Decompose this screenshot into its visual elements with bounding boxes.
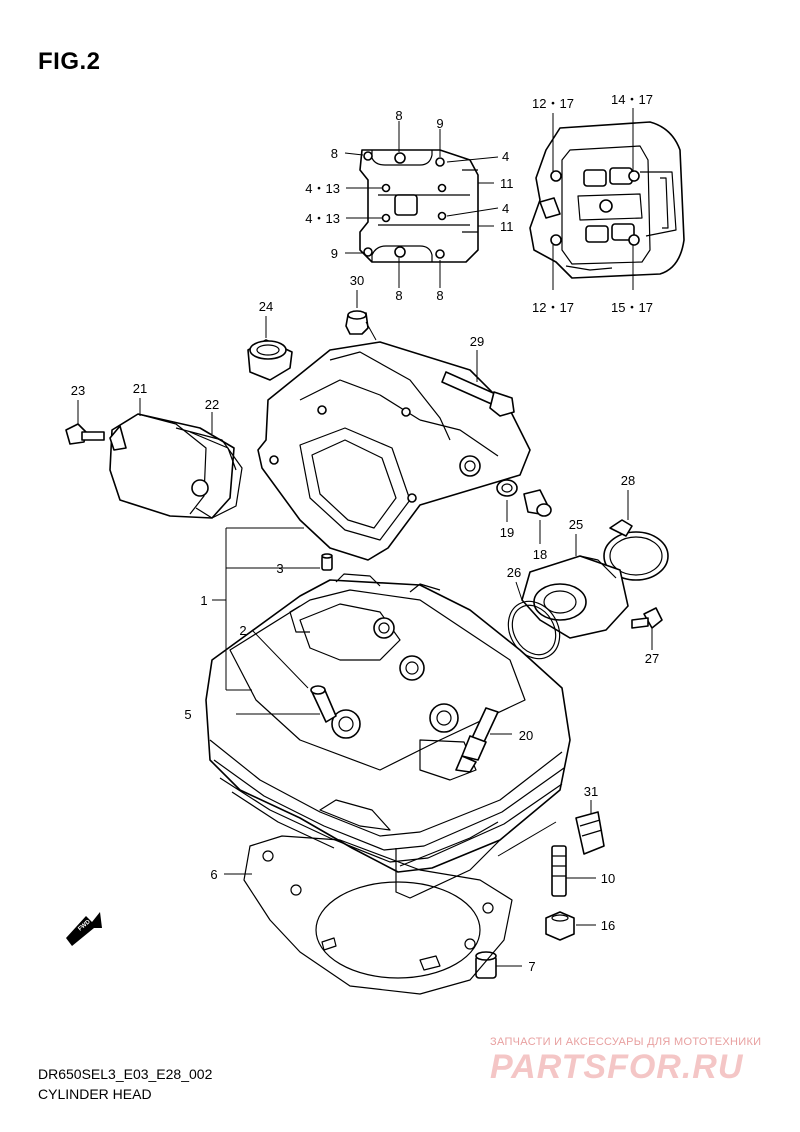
callout-label: 5	[184, 707, 191, 722]
callout-label: 15・17	[611, 300, 653, 315]
callout-label: 6	[210, 867, 217, 882]
callout-label: 8	[395, 108, 402, 123]
callout-label: 12・17	[532, 300, 574, 315]
callout-label: 31	[584, 784, 598, 799]
callout-label: 26	[507, 565, 521, 580]
part-7-dowel	[475, 951, 522, 979]
callout-label: 10	[601, 871, 615, 886]
assembly-bracket	[212, 527, 320, 715]
callout-label: 3	[276, 561, 283, 576]
callout-label: 18	[533, 547, 547, 562]
callout-label: 4・13	[305, 181, 340, 196]
inset-right-head-view	[529, 108, 685, 290]
part-30-cap	[345, 290, 377, 341]
callout-label: 12・17	[532, 96, 574, 111]
inset-left-callouts: 8 9 8 4 4・13 11 4・13 4 11 9 8 8	[305, 108, 513, 303]
inset-left-head-top-view	[344, 121, 499, 288]
figure-title: FIG.2	[38, 48, 101, 75]
part-10-stud	[497, 821, 596, 897]
part-16-nut	[545, 911, 596, 941]
part-25-intake-pipe	[521, 534, 629, 639]
watermark-tagline: ЗАПЧАСТИ И АКСЕССУАРЫ ДЛЯ МОТОТЕХНИКИ	[490, 1036, 762, 1048]
callout-label: 28	[621, 473, 635, 488]
fwd-arrow-icon: FWD	[66, 912, 102, 946]
callout-label: 8	[395, 288, 402, 303]
cylinder-head-cover	[257, 341, 531, 561]
part-6-head-gasket	[224, 835, 513, 995]
callout-label: 9	[436, 116, 443, 131]
callout-label: 7	[528, 959, 535, 974]
part-20-spark-plug	[455, 707, 512, 773]
callout-label: 4	[502, 201, 509, 216]
part-3-pin	[321, 553, 333, 571]
part-5-valve-guide	[310, 685, 337, 723]
cylinder-head-body	[205, 573, 571, 899]
callout-label: 19	[500, 525, 514, 540]
inset-right-callouts: 12・17 14・17 12・17 15・17	[532, 92, 653, 315]
part-26-o-ring	[507, 581, 561, 660]
callout-label: 8	[436, 288, 443, 303]
callout-label: 16	[601, 918, 615, 933]
callout-label: 29	[470, 334, 484, 349]
part-24-seal	[247, 316, 293, 381]
part-21-side-cover	[109, 398, 235, 519]
part-19-washer	[496, 479, 518, 522]
callout-label: 4	[502, 149, 509, 164]
callout-label: 14・17	[611, 92, 653, 107]
callout-label: 25	[569, 517, 583, 532]
callout-label: 23	[71, 383, 85, 398]
part-28-clamp	[603, 490, 669, 581]
callout-label: 21	[133, 381, 147, 396]
part-29-bolt	[441, 350, 515, 417]
callout-label: 30	[350, 273, 364, 288]
callout-label: 9	[331, 246, 338, 261]
section-caption: CYLINDER HEAD	[38, 1086, 152, 1102]
callout-label: 24	[259, 299, 273, 314]
callout-label: 8	[331, 146, 338, 161]
callout-label: 22	[205, 397, 219, 412]
watermark-brand: PARTSFOR.RU	[490, 1048, 744, 1086]
main-callouts: 30 24 29 23 21 22 28 19 18 25 3 26 1 27 …	[71, 273, 659, 974]
callout-label: 4・13	[305, 211, 340, 226]
callout-label: 20	[519, 728, 533, 743]
part-22-gasket	[175, 412, 243, 519]
callout-label: 27	[645, 651, 659, 666]
part-23-bolt	[65, 400, 105, 445]
part-27-bolt	[631, 607, 663, 650]
callout-label: 2	[239, 623, 246, 638]
callout-label: 1	[200, 593, 207, 608]
callout-label: 11	[500, 176, 514, 191]
callout-label: 11	[500, 219, 514, 234]
model-code-caption: DR650SEL3_E03_E28_002	[38, 1066, 213, 1082]
part-31-damper	[575, 800, 605, 855]
part-18-plug	[523, 489, 552, 544]
